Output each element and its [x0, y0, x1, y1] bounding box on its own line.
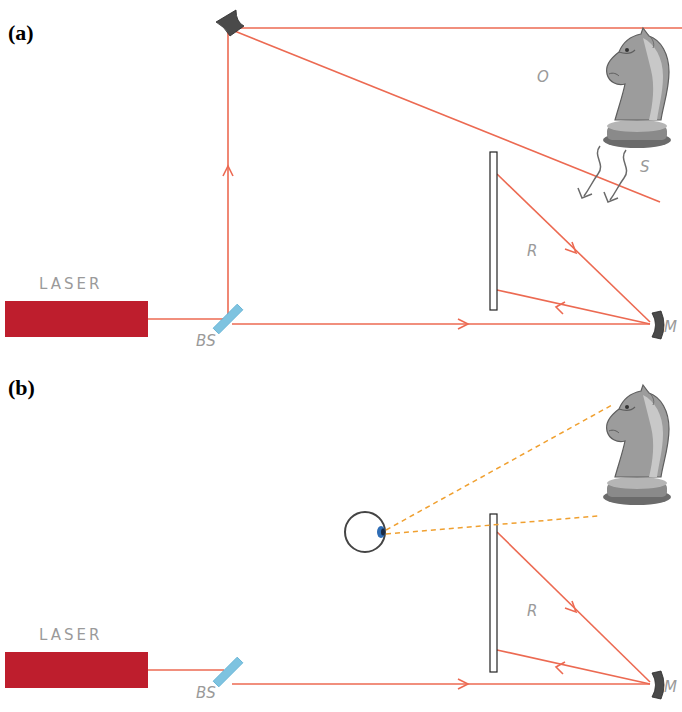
virtual-image-knight: [603, 385, 671, 505]
part-label: M: [664, 320, 677, 335]
mirror: [652, 671, 664, 699]
holographic-plate: [490, 152, 497, 310]
laser-box: LASER: [5, 301, 148, 337]
sight-lines: [386, 405, 612, 534]
part-label: S: [640, 160, 650, 175]
scattered-light: [578, 146, 627, 202]
laser-beams: [148, 28, 682, 324]
mirror: [652, 311, 664, 339]
panel-label: (a): [8, 22, 34, 44]
laser-box: LASER: [5, 652, 148, 688]
part-label: BS: [196, 334, 216, 349]
eye: [345, 512, 385, 552]
laser-label: LASER: [39, 277, 102, 292]
beam-splitter: [213, 304, 243, 334]
beam-arrowheads: [223, 166, 576, 329]
part-label: BS: [196, 686, 216, 701]
laser-label: LASER: [39, 628, 102, 643]
beam-arrowheads: [458, 601, 576, 689]
part-label: R: [527, 604, 537, 619]
panel-label: (b): [8, 377, 35, 399]
part-label: M: [664, 680, 677, 695]
laser-beams: [148, 532, 650, 684]
beam-splitter: [213, 657, 243, 687]
chess-knight: [603, 28, 671, 148]
holographic-plate: [490, 514, 497, 672]
part-label: R: [527, 244, 537, 259]
part-label: O: [537, 70, 549, 85]
mirror: [216, 10, 244, 36]
